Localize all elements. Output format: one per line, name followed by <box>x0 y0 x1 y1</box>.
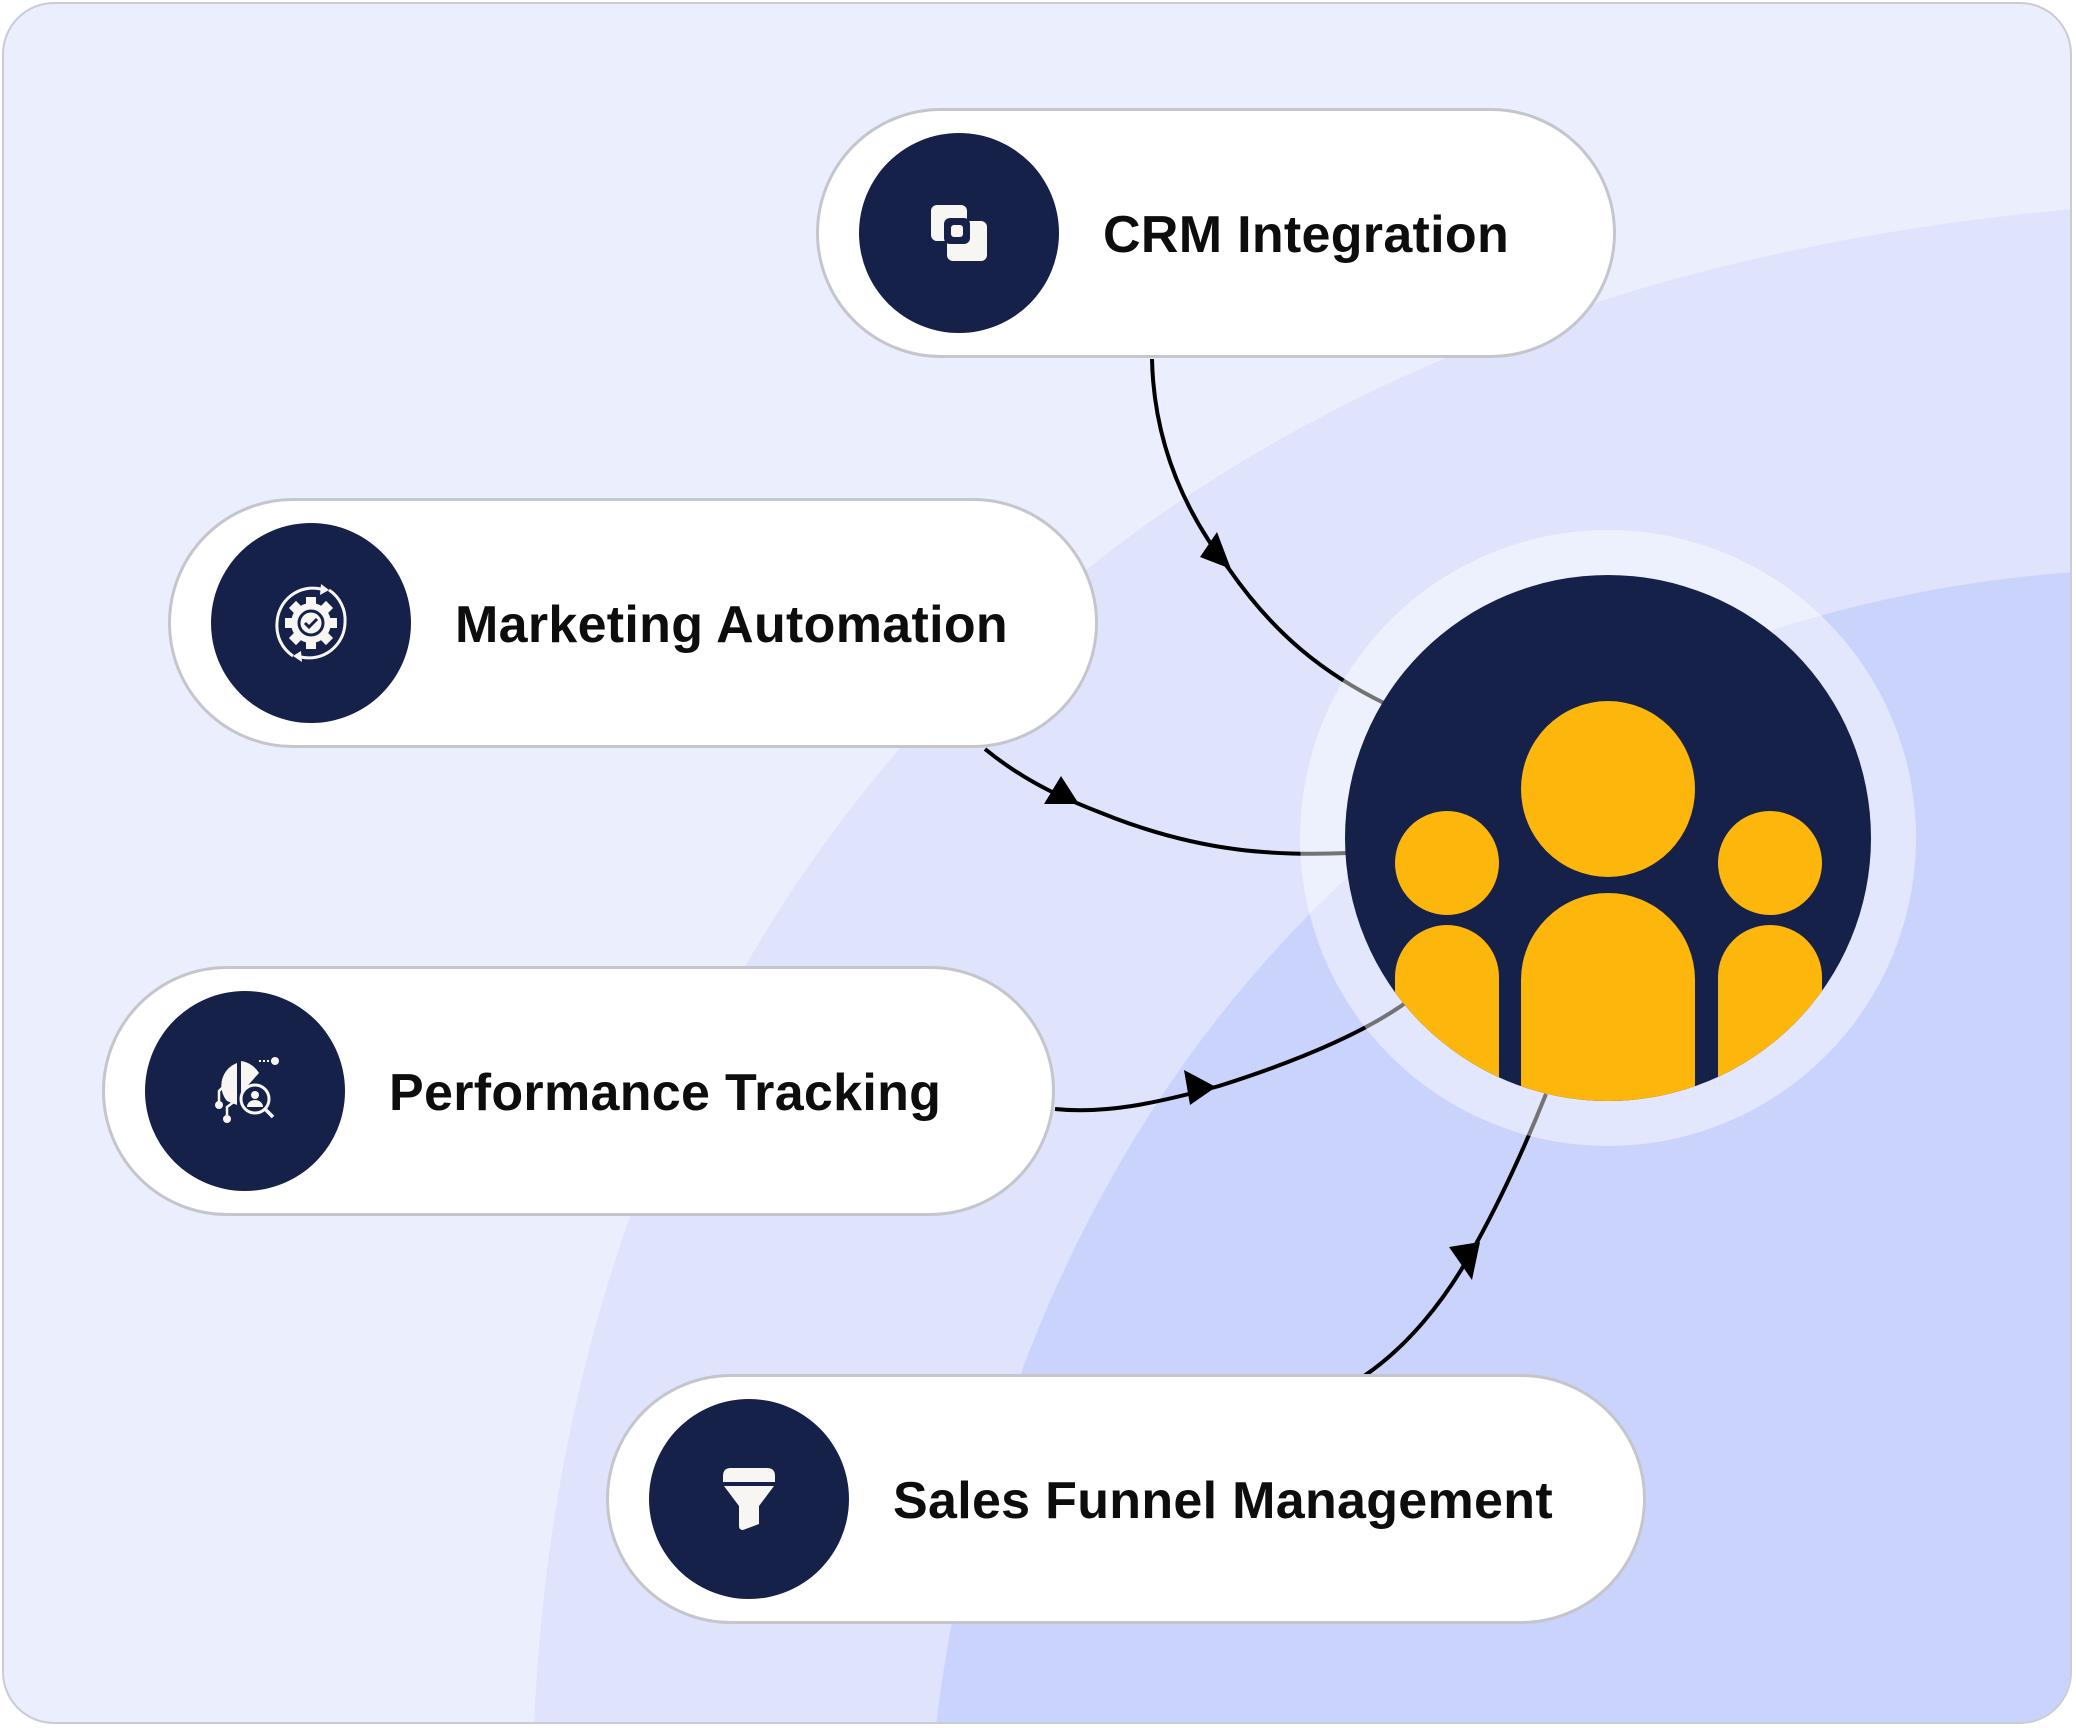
node-label: CRM Integration <box>1103 206 1510 264</box>
node-label: Marketing Automation <box>455 596 1008 654</box>
node-marketing-automation[interactable]: Marketing Automation <box>168 498 1098 748</box>
gear-cycle-check-icon <box>275 584 347 662</box>
sales-icon-circle <box>649 1399 849 1599</box>
connector-performance <box>1054 1002 1406 1113</box>
arrowhead-marketing <box>1044 776 1079 804</box>
arrowhead-performance <box>1184 1070 1216 1105</box>
marketing-icon-circle <box>211 523 411 723</box>
funnel-icon <box>723 1468 775 1530</box>
overlapping-squares-icon <box>931 205 987 261</box>
crm-icon-circle <box>859 133 1059 333</box>
analytics-search-user-icon <box>215 1057 279 1123</box>
users-group-icon <box>1395 701 1822 1101</box>
node-sales-funnel-management[interactable]: Sales Funnel Management <box>606 1374 1646 1624</box>
node-label: Sales Funnel Management <box>893 1472 1553 1530</box>
connector-crm <box>1150 358 1387 706</box>
connector-marketing <box>983 747 1350 856</box>
node-performance-tracking[interactable]: Performance Tracking <box>102 966 1055 1216</box>
performance-icon-circle <box>145 991 345 1191</box>
arrowhead-crm <box>1200 532 1231 569</box>
arrowhead-sales <box>1449 1242 1480 1280</box>
node-label: Performance Tracking <box>389 1064 942 1122</box>
node-crm-integration[interactable]: CRM Integration <box>816 108 1616 358</box>
